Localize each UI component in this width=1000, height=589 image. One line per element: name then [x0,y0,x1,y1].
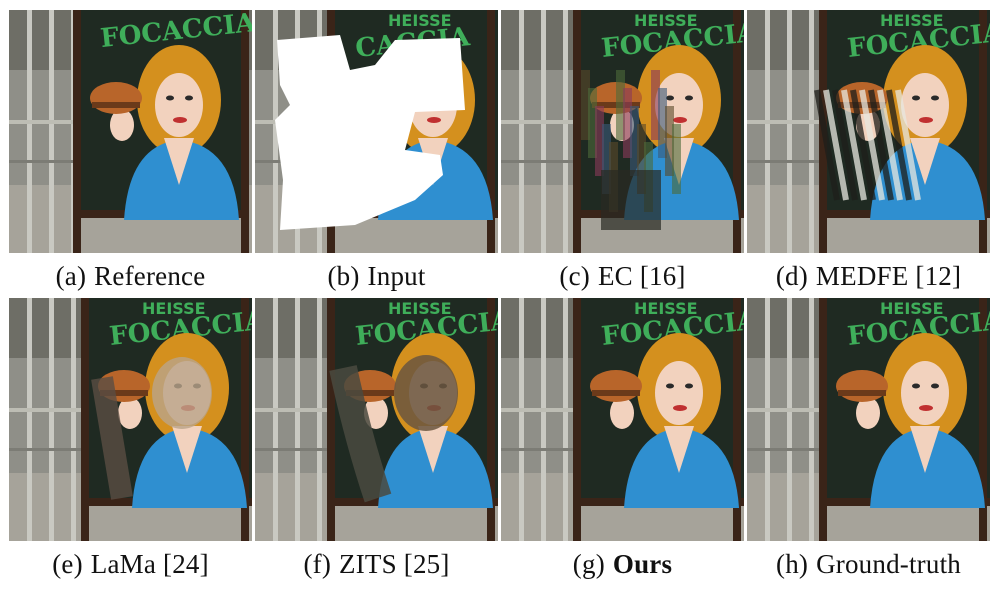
caption-ground-truth: (h) Ground-truth [747,541,990,586]
sign-text-top: HEISSE [388,299,452,318]
sign-text-top: HEISSE [880,299,944,318]
sign-text-top: HEISSE [880,11,944,30]
caption-label: LaMa [24] [90,549,209,579]
caption-reference: (a) Reference [9,253,252,298]
caption-tag: (a) [55,261,87,291]
caption-tag: (e) [52,549,83,579]
caption-label: EC [16] [597,261,686,291]
caption-tag: (f) [303,549,332,579]
caption-label: ZITS [25] [339,549,450,579]
photo-input: HEISSECACCIA [255,10,498,253]
caption-input: (b) Input [255,253,498,298]
panel-input: HEISSECACCIA [255,10,498,253]
sign-text-top: HEISSE [388,11,452,30]
caption-label: Ours [612,549,673,579]
inpaint-mask [275,35,465,230]
sign-text-top: HEISSE [634,299,698,318]
caption-tag: (g) [572,549,605,579]
caption-label: Ground-truth [816,549,961,579]
caption-ec: (c) EC [16] [501,253,744,298]
sign-text-top: HEISSE [142,299,206,318]
caption-tag: (c) [559,261,590,291]
panel-reference: FOCACCIA [9,10,252,253]
caption-lama: (e) LaMa [24] [9,541,252,586]
caption-zits: (f) ZITS [25] [255,541,498,586]
photo-reference: FOCACCIA [9,10,252,253]
caption-ours: (g) Ours [501,541,744,586]
caption-label: MEDFE [12] [815,261,962,291]
caption-medfe: (d) MEDFE [12] [747,253,990,298]
caption-label: Input [367,261,426,291]
sign-text-top: HEISSE [634,11,698,30]
caption-tag: (h) [776,549,809,579]
caption-tag: (d) [775,261,808,291]
caption-label: Reference [94,261,206,291]
caption-tag: (b) [327,261,360,291]
